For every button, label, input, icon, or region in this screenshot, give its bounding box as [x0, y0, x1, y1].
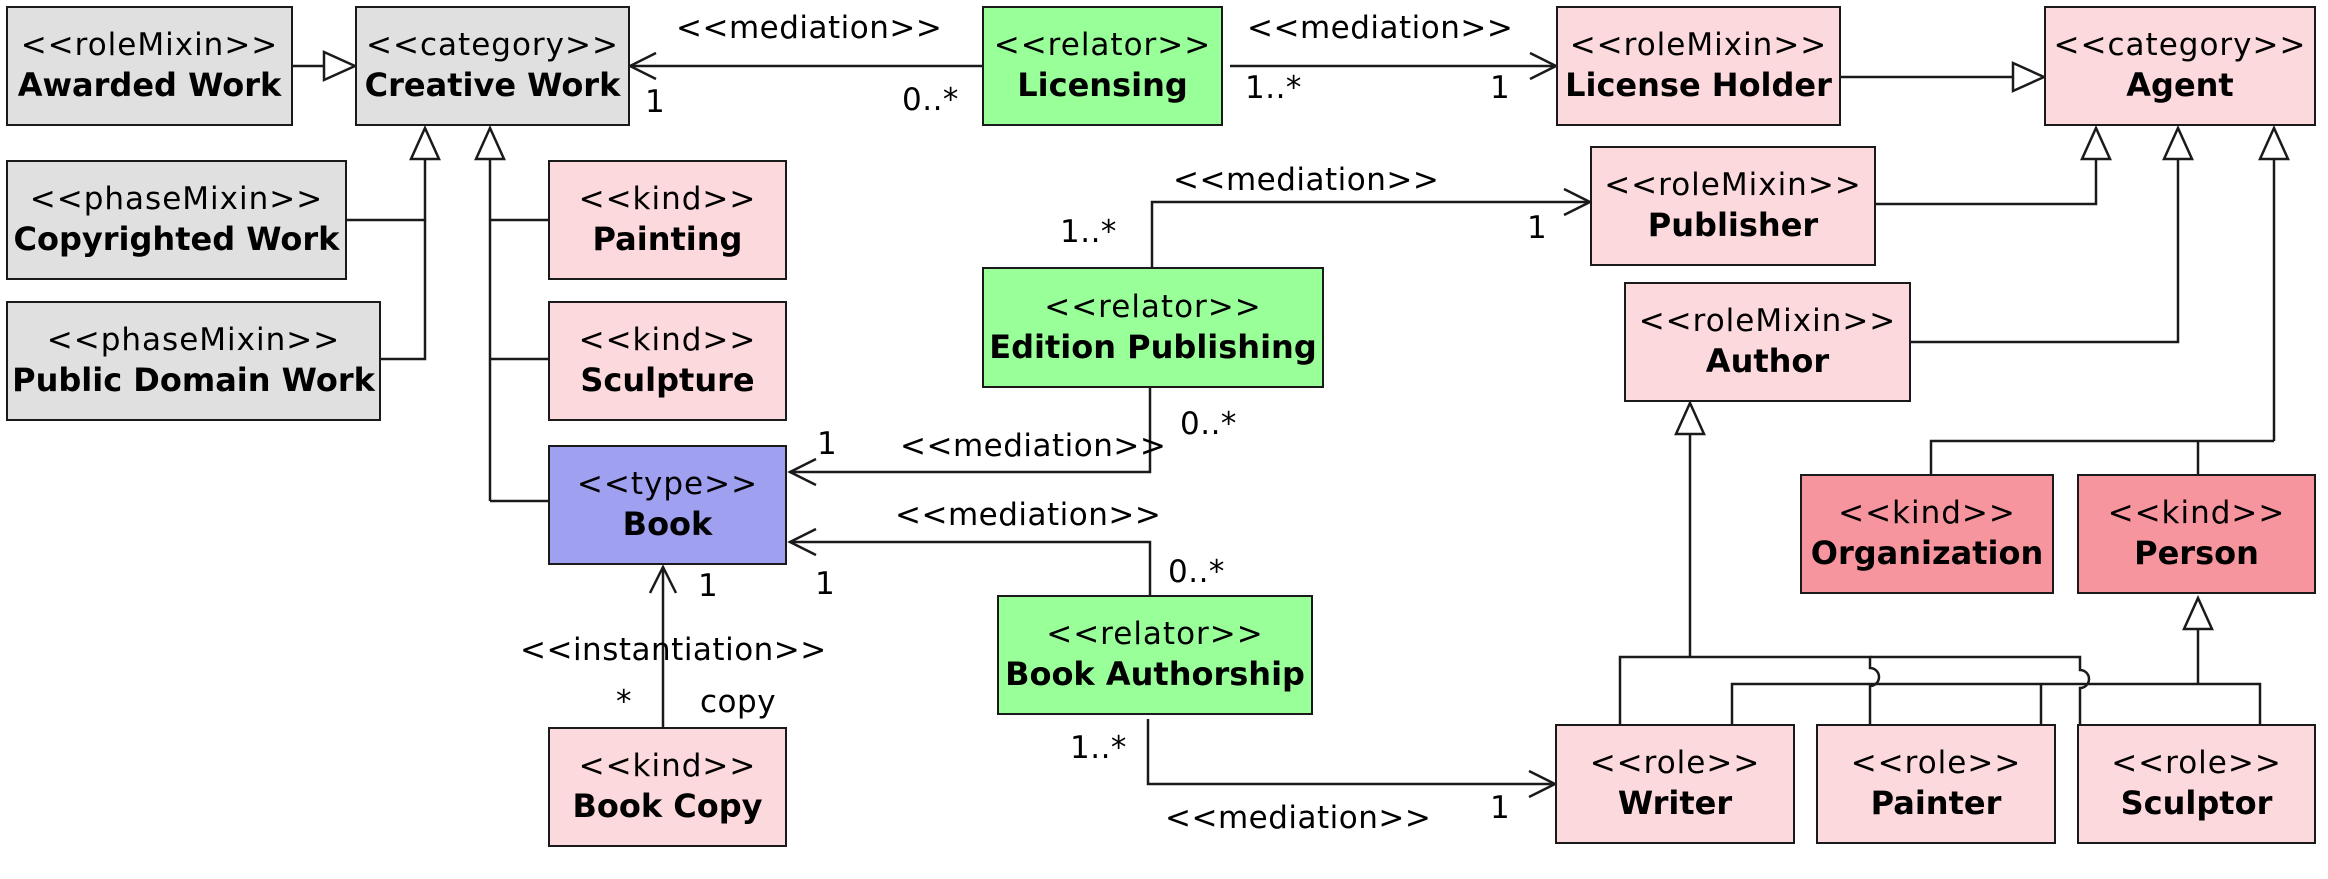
class-name: Author: [1705, 342, 1830, 381]
class-name: Book: [622, 505, 713, 544]
mediation-label: <<mediation>>: [1247, 10, 1514, 46]
stereotype: <<role>>: [1589, 745, 1761, 782]
class-name: Sculpture: [580, 361, 755, 400]
stereotype: <<relator>>: [993, 27, 1212, 64]
generalization-author-to-agent: [1911, 128, 2178, 344]
stereotype: <<phaseMixin>>: [46, 322, 341, 359]
stereotype: <<relator>>: [1046, 616, 1264, 653]
mediation-label: <<mediation>>: [1173, 162, 1440, 198]
mediation-label: <<mediation>>: [1165, 800, 1432, 836]
generalization-author-bus-right: [1870, 655, 2091, 724]
class-sculpture[interactable]: <<kind>> Sculpture: [548, 301, 787, 421]
stereotype: <<type>>: [576, 466, 759, 503]
class-name: Creative Work: [364, 66, 621, 105]
class-name: Book Authorship: [1005, 655, 1305, 694]
class-name: Painter: [1870, 784, 2002, 823]
stereotype: <<kind>>: [578, 748, 757, 785]
class-organization[interactable]: <<kind>> Organization: [1800, 474, 2054, 594]
class-author[interactable]: <<roleMixin>> Author: [1624, 282, 1911, 402]
class-public-domain-work[interactable]: <<phaseMixin>> Public Domain Work: [6, 301, 381, 421]
class-licensing[interactable]: <<relator>> Licensing: [982, 6, 1223, 126]
generalization-organization-link: [1929, 439, 2274, 474]
class-name: Licensing: [1017, 66, 1188, 105]
class-name: Painting: [592, 220, 743, 259]
mediation-label: <<mediation>>: [895, 497, 1162, 533]
class-publisher[interactable]: <<roleMixin>> Publisher: [1590, 146, 1876, 266]
class-name: Sculptor: [2120, 784, 2273, 823]
class-name: Writer: [1617, 784, 1733, 823]
class-name: Person: [2134, 534, 2259, 573]
class-book-copy[interactable]: <<kind>> Book Copy: [548, 727, 787, 847]
multiplicity-label: 0..*: [902, 82, 959, 118]
class-name: Copyrighted Work: [13, 220, 340, 259]
class-name: Awarded Work: [17, 66, 282, 105]
multiplicity-label: 1..*: [1070, 730, 1127, 766]
class-writer[interactable]: <<role>> Writer: [1555, 724, 1795, 844]
multiplicity-label: 0..*: [1180, 406, 1237, 442]
generalization-publisher-to-agent: [1876, 128, 2096, 206]
class-book[interactable]: <<type>> Book: [548, 445, 787, 565]
class-copyrighted-work[interactable]: <<phaseMixin>> Copyrighted Work: [6, 160, 347, 280]
role-label: copy: [700, 684, 777, 720]
class-awarded-work[interactable]: <<roleMixin>> Awarded Work: [6, 6, 293, 126]
class-painting[interactable]: <<kind>> Painting: [548, 160, 787, 280]
multiplicity-label: 1: [815, 566, 836, 602]
stereotype: <<phaseMixin>>: [29, 181, 324, 218]
generalization-publicdomain-to-creative: [381, 220, 427, 361]
class-agent[interactable]: <<category>> Agent: [2044, 6, 2316, 126]
stereotype: <<kind>>: [1838, 495, 2016, 532]
mediation-authorship-book: [787, 527, 1152, 595]
multiplicity-label: 1: [1490, 70, 1511, 106]
multiplicity-label: 1: [1490, 790, 1511, 826]
mediation-authorship-writer: [1146, 719, 1558, 799]
generalization-roles-bus-person: [1730, 682, 2262, 724]
mediation-edition-publisher: [1150, 187, 1593, 267]
class-name: Public Domain Work: [12, 361, 375, 400]
class-edition-publishing[interactable]: <<relator>> Edition Publishing: [982, 267, 1324, 388]
class-name: Book Copy: [572, 787, 763, 826]
class-name: Organization: [1810, 534, 2044, 573]
stereotype: <<roleMixin>>: [20, 27, 279, 64]
mediation-edition-book: [787, 388, 1152, 487]
class-license-holder[interactable]: <<roleMixin>> License Holder: [1556, 6, 1841, 126]
stereotype: <<category>>: [2053, 27, 2307, 64]
multiplicity-label: 1: [698, 568, 719, 604]
class-person[interactable]: <<kind>> Person: [2077, 474, 2316, 594]
multiplicity-label: 1: [645, 84, 666, 120]
generalization-roles-bus-author: [1618, 655, 1881, 724]
stereotype: <<category>>: [366, 27, 619, 64]
class-name: Agent: [2126, 66, 2234, 105]
stereotype: <<role>>: [1850, 745, 2022, 782]
stereotype: <<role>>: [2111, 745, 2282, 782]
generalization-copyrighted-to-creative: [347, 128, 425, 222]
stereotype: <<kind>>: [578, 181, 757, 218]
stereotype: <<kind>>: [2107, 495, 2286, 532]
multiplicity-label: 1..*: [1245, 70, 1302, 106]
class-name: Edition Publishing: [989, 327, 1317, 366]
multiplicity-label: 0..*: [1168, 554, 1225, 590]
multiplicity-label: 1: [1527, 210, 1548, 246]
stereotype: <<roleMixin>>: [1638, 303, 1897, 340]
mediation-label: <<mediation>>: [900, 428, 1167, 464]
multiplicity-label: 1: [817, 426, 838, 462]
stereotype: <<roleMixin>>: [1604, 167, 1862, 204]
stereotype: <<roleMixin>>: [1569, 27, 1828, 64]
stereotype: <<kind>>: [578, 322, 757, 359]
mediation-label: <<mediation>>: [676, 10, 943, 46]
instantiation-label: <<instantiation>>: [520, 632, 827, 668]
class-creative-work[interactable]: <<category>> Creative Work: [355, 6, 630, 126]
class-sculptor[interactable]: <<role>> Sculptor: [2077, 724, 2316, 844]
multiplicity-label: 1..*: [1060, 214, 1117, 250]
stereotype: <<relator>>: [1044, 288, 1262, 325]
class-book-authorship[interactable]: <<relator>> Book Authorship: [997, 595, 1313, 715]
class-name: License Holder: [1565, 66, 1832, 105]
class-name: Publisher: [1647, 206, 1819, 245]
multiplicity-label: *: [616, 684, 632, 720]
class-painter[interactable]: <<role>> Painter: [1816, 724, 2056, 844]
